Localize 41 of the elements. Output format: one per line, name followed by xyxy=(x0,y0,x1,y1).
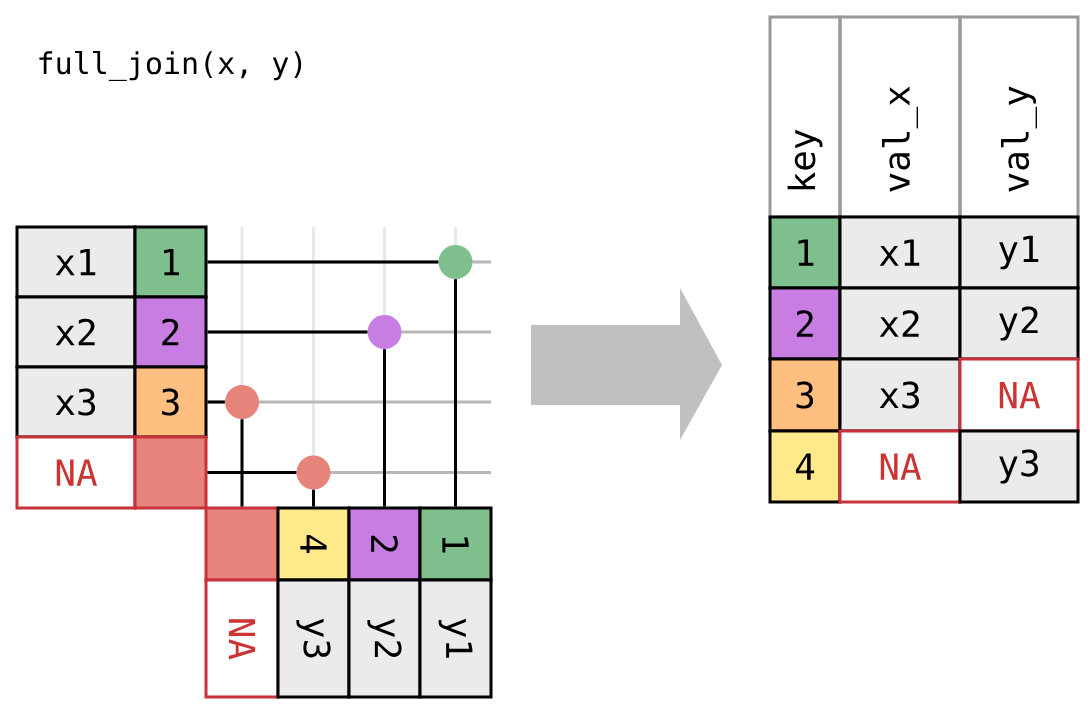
table-cell: 3 xyxy=(768,357,842,433)
connector-line xyxy=(207,400,225,404)
key-cell: 3 xyxy=(133,365,208,439)
table-cell: NA xyxy=(204,578,280,699)
key-cell: 2 xyxy=(133,295,208,369)
table-cell: x1 xyxy=(15,225,137,299)
match-dot xyxy=(438,245,473,279)
key-cell: 1 xyxy=(418,506,493,582)
table-cell: y1 xyxy=(418,578,493,699)
match-dot xyxy=(296,455,331,490)
table-cell: y3 xyxy=(276,578,351,699)
key-cell xyxy=(204,506,280,582)
table-cell: y1 xyxy=(958,215,1080,290)
table-cell: x3 xyxy=(838,357,962,433)
table-cell: 4 xyxy=(768,429,842,504)
table-cell: x3 xyxy=(15,365,137,439)
key-cell xyxy=(133,435,208,510)
table-cell: NA xyxy=(958,357,1080,433)
table-cell: x2 xyxy=(838,286,962,361)
connector-line xyxy=(207,471,297,474)
table-cell: y3 xyxy=(958,429,1080,504)
connector-line xyxy=(312,489,315,507)
table-cell: x2 xyxy=(15,295,137,369)
table-cell: 1 xyxy=(768,215,842,290)
title: full_join(x, y) xyxy=(39,51,302,81)
table-cell: y2 xyxy=(347,578,422,699)
table-cell: NA xyxy=(15,435,137,510)
connector-line xyxy=(207,260,439,264)
connector-line xyxy=(454,279,457,507)
key-cell: 2 xyxy=(347,506,422,582)
connector-line xyxy=(240,419,244,507)
connector-line xyxy=(383,349,386,507)
table-cell: 2 xyxy=(768,286,842,361)
table-cell: y2 xyxy=(958,286,1080,361)
key-cell: 4 xyxy=(276,506,351,582)
table-cell: NA xyxy=(838,429,962,504)
match-dot xyxy=(367,315,402,349)
match-dot xyxy=(225,385,259,419)
connector-line xyxy=(207,330,368,334)
key-cell: 1 xyxy=(133,225,208,299)
table-cell: x1 xyxy=(838,215,962,290)
